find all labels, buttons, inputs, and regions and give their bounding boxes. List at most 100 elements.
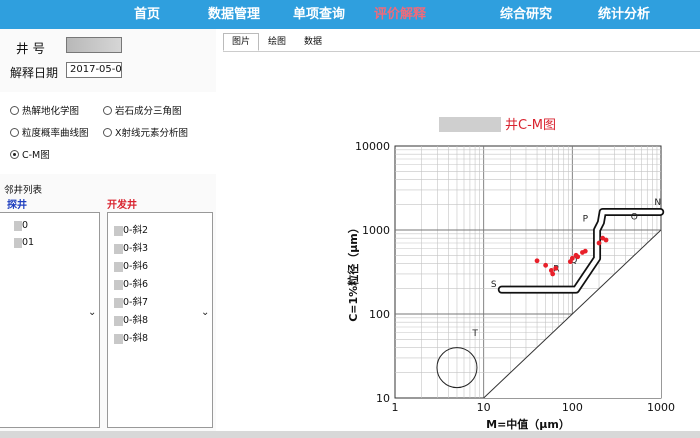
list-item[interactable]: 01 <box>14 237 34 248</box>
radio-grain-size-chart[interactable]: 粒度概率曲线图 <box>10 125 89 139</box>
data-point <box>553 265 559 271</box>
region-label: N <box>654 198 661 208</box>
list-item-text: 0-斜2 <box>123 225 149 236</box>
list-item[interactable]: 0-斜8 <box>114 330 148 344</box>
data-point <box>550 271 556 277</box>
radio-label: 热解地化学图 <box>22 106 80 117</box>
data-point <box>534 258 540 264</box>
masked-text <box>14 237 22 248</box>
list-item-text: 0-斜3 <box>123 243 149 254</box>
radio-label: 粒度概率曲线图 <box>22 128 89 139</box>
radio-label: C-M图 <box>22 150 50 161</box>
tab-plot[interactable]: 绘图 <box>268 37 287 47</box>
list-item[interactable]: 0-斜3 <box>114 240 148 254</box>
region-label: T <box>471 329 478 339</box>
masked-text <box>114 279 123 290</box>
x-axis-label: M=中值（μm） <box>486 417 570 430</box>
exploration-wells-list[interactable]: 0 01 ⌄ <box>0 212 100 428</box>
radio-label: X射线元素分析图 <box>115 128 189 139</box>
left-panel: 井 号 ████ 解释日期 2017-05-03 热解地化学图 岩石成分三角图 … <box>0 29 216 431</box>
cm-pattern-band <box>499 209 663 292</box>
list-item[interactable]: 0-斜7 <box>114 294 148 308</box>
nav-statistics[interactable]: 统计分析 <box>598 7 651 22</box>
masked-text <box>14 220 22 231</box>
nav-home[interactable]: 首页 <box>134 7 161 22</box>
region-label: O <box>631 213 638 223</box>
tab-divider <box>223 51 700 52</box>
radio-label: 岩石成分三角图 <box>115 106 182 117</box>
chevron-down-icon[interactable]: ⌄ <box>201 307 210 318</box>
radio-circle-icon <box>103 127 112 137</box>
list-item-text: 0-斜8 <box>123 333 149 344</box>
nav-data-management[interactable]: 数据管理 <box>208 7 261 22</box>
masked-text <box>114 297 123 308</box>
radio-pyrolysis-chart[interactable]: 热解地化学图 <box>10 103 79 117</box>
radio-selected-icon <box>10 149 19 159</box>
list-item[interactable]: 0-斜6 <box>114 258 148 272</box>
chevron-down-icon[interactable]: ⌄ <box>88 307 97 318</box>
radio-xray-element-chart[interactable]: X射线元素分析图 <box>103 125 188 139</box>
interpretation-date-label: 解释日期 <box>10 66 59 80</box>
radio-circle-icon <box>103 105 112 115</box>
region-label: P <box>583 214 589 224</box>
x-tick-label: 1000 <box>647 401 675 414</box>
y-tick-label: 100 <box>369 308 390 321</box>
nav-single-query[interactable]: 单项查询 <box>293 7 346 22</box>
list-item[interactable]: 0-斜6 <box>114 276 148 290</box>
well-number-input[interactable]: ████ <box>66 37 122 53</box>
title-masked-region <box>439 117 501 132</box>
data-point <box>596 240 602 246</box>
nav-comprehensive-research[interactable]: 综合研究 <box>500 7 553 22</box>
nav-evaluation[interactable]: 评价解释 <box>374 7 427 22</box>
x-tick-label: 100 <box>562 401 583 414</box>
view-tabs: 图片 绘图 数据 <box>223 33 331 51</box>
chart-title: 井C-M图 <box>505 118 556 133</box>
radio-circle-icon <box>10 105 19 115</box>
cm-limit-line <box>483 229 662 399</box>
x-tick-label: 1 <box>392 401 399 414</box>
data-point <box>582 248 588 254</box>
list-item-text: 0-斜6 <box>123 261 149 272</box>
data-point <box>575 254 581 260</box>
tab-data[interactable]: 数据 <box>304 37 323 47</box>
list-item[interactable]: 0 <box>14 220 28 231</box>
masked-text <box>114 243 123 254</box>
tractive-circle <box>436 347 478 389</box>
masked-text <box>114 261 123 272</box>
exploration-wells-label: 探井 <box>7 200 27 211</box>
y-tick-label: 10 <box>376 392 390 405</box>
development-wells-list[interactable]: 0-斜2 0-斜3 0-斜6 0-斜6 0-斜7 0-斜8 0-斜8 ⌄ <box>107 212 213 428</box>
data-point <box>603 237 609 243</box>
horizontal-scrollbar[interactable] <box>0 431 700 438</box>
list-item[interactable]: 0-斜2 <box>114 222 148 236</box>
data-point <box>543 262 549 268</box>
data-point <box>569 255 575 261</box>
x-tick-label: 10 <box>477 401 491 414</box>
list-item-text: 01 <box>22 237 35 248</box>
y-tick-label: 10000 <box>355 140 390 153</box>
y-axis-label: C=1%粒径（μm） <box>346 222 360 322</box>
development-wells-label: 开发井 <box>107 200 137 211</box>
list-item-text: 0-斜7 <box>123 297 149 308</box>
well-number-label: 井 号 <box>16 41 45 56</box>
list-item-text: 0-斜8 <box>123 315 149 326</box>
radio-rock-ternary-chart[interactable]: 岩石成分三角图 <box>103 103 182 117</box>
list-item[interactable]: 0-斜8 <box>114 312 148 326</box>
chart-type-group: 热解地化学图 岩石成分三角图 粒度概率曲线图 X射线元素分析图 C-M图 <box>0 92 216 174</box>
masked-text <box>114 333 123 344</box>
list-item-text: 0-斜6 <box>123 279 149 290</box>
interpretation-date-input[interactable]: 2017-05-03 <box>66 62 122 78</box>
masked-text <box>114 225 123 236</box>
region-label: Q <box>570 256 577 266</box>
masked-text <box>114 315 123 326</box>
region-label: S <box>491 280 497 290</box>
neighbor-wells-title: 邻井列表 <box>4 185 43 196</box>
tab-image[interactable]: 图片 <box>223 33 260 51</box>
y-tick-label: 1000 <box>362 224 390 237</box>
radio-cm-chart[interactable]: C-M图 <box>10 147 50 161</box>
radio-circle-icon <box>10 127 19 137</box>
list-item-text: 0 <box>22 220 29 231</box>
top-navigation-bar: 首页 数据管理 单项查询 评价解释 综合研究 统计分析 <box>0 0 700 29</box>
